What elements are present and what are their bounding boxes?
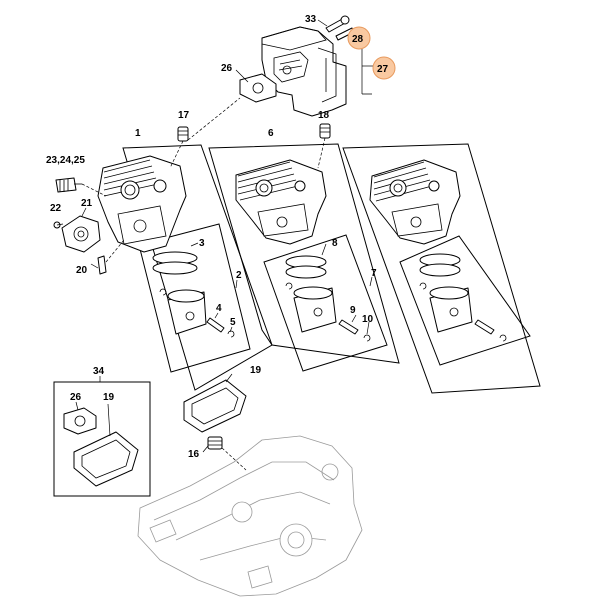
gasket-hole [252, 82, 264, 94]
label-26-top: 26 [221, 63, 233, 74]
label-27: 27 [377, 64, 389, 75]
label-9: 9 [350, 305, 356, 316]
circlip-5[interactable] [227, 330, 235, 338]
highlight-27[interactable] [372, 56, 396, 80]
label-6: 6 [268, 128, 274, 139]
label-1: 1 [135, 128, 141, 139]
label-10: 10 [362, 314, 374, 325]
bearing-16[interactable] [207, 436, 223, 450]
gasket-kit-frame-34 [53, 381, 151, 497]
piston-pin-4[interactable] [206, 317, 225, 333]
label-4: 4 [216, 303, 222, 314]
spark-plug-17[interactable] [177, 126, 189, 142]
piston-right[interactable] [429, 286, 473, 333]
rings-right[interactable] [419, 253, 461, 277]
label-8: 8 [332, 238, 338, 249]
piston-pin-right[interactable] [474, 319, 495, 335]
circlip-2[interactable] [159, 288, 167, 296]
label-2: 2 [236, 270, 242, 281]
panel-frame-6 [208, 143, 400, 364]
label-19-kit: 19 [103, 392, 115, 403]
label-23-24-25: 23,24,25 [46, 155, 85, 166]
label-28: 28 [352, 34, 364, 45]
label-19: 19 [250, 365, 262, 376]
label-21: 21 [81, 198, 93, 209]
circlip-right-b[interactable] [499, 334, 507, 342]
clamp-20[interactable] [97, 255, 107, 275]
label-22: 22 [50, 203, 62, 214]
muffler-gasket-26[interactable] [239, 73, 277, 103]
inner-frame-right [399, 235, 531, 366]
piston-1[interactable] [167, 289, 207, 335]
label-3: 3 [199, 238, 205, 249]
circlip-7a[interactable] [285, 282, 293, 290]
cylinder-1[interactable] [97, 155, 187, 253]
highlight-28[interactable] [347, 26, 371, 50]
cylinder-6[interactable] [235, 159, 327, 245]
label-17: 17 [178, 110, 190, 121]
muffler-bracket [317, 47, 337, 103]
label-33: 33 [305, 14, 317, 25]
spark-plug-18[interactable] [319, 123, 331, 139]
panel-frame-right [342, 143, 541, 394]
piston-pin-9[interactable] [338, 319, 359, 335]
circlip-10[interactable] [363, 334, 371, 342]
rings-3[interactable] [152, 251, 198, 275]
crankcase [137, 435, 363, 597]
label-7: 7 [371, 268, 377, 279]
kit-gasket-19[interactable] [73, 431, 139, 487]
label-26-kit: 26 [70, 392, 82, 403]
label-18: 18 [318, 110, 330, 121]
inner-frame-2 [138, 223, 251, 373]
kit-gasket-26[interactable] [63, 407, 97, 435]
circlip-right-a[interactable] [419, 282, 427, 290]
cylinder-right[interactable] [369, 159, 461, 245]
screw-33[interactable] [325, 15, 350, 33]
base-gasket-19[interactable] [183, 379, 247, 433]
label-16: 16 [188, 449, 200, 460]
screw-22[interactable] [53, 221, 64, 229]
label-34: 34 [93, 366, 105, 377]
inner-frame-7 [263, 234, 388, 372]
label-5: 5 [230, 317, 236, 328]
piston-6[interactable] [293, 286, 337, 333]
muffler-hole [282, 65, 292, 75]
label-20: 20 [76, 265, 88, 276]
muffler-cover[interactable] [261, 26, 347, 117]
decomp-valve-23-24-25[interactable] [55, 177, 82, 193]
intake-flange-21[interactable] [61, 215, 101, 253]
rings-8[interactable] [285, 255, 327, 279]
muffler-cover-top-face [261, 26, 327, 51]
